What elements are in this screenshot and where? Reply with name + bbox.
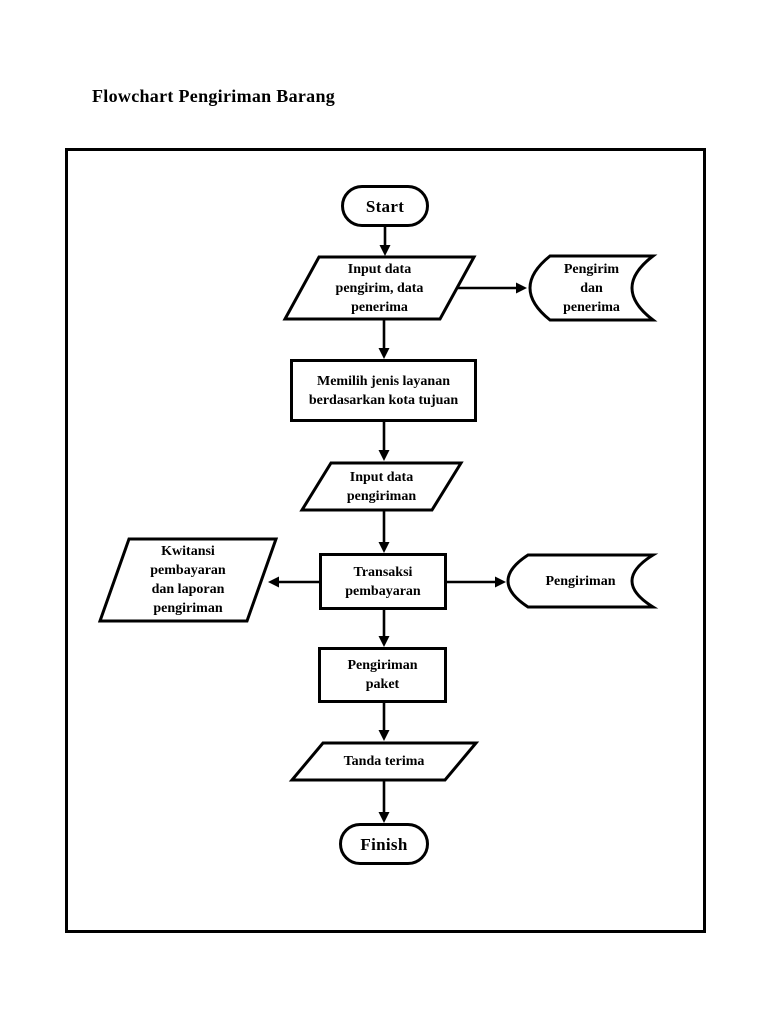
flow-node-input-pengiriman: Input data pengiriman — [299, 461, 464, 512]
flow-node-pengiriman-paket: Pengiriman paket — [318, 647, 447, 703]
parallelogram-outline — [282, 255, 477, 321]
node-label-pilih-layanan: Memilih jenis layanan berdasarkan kota t… — [308, 373, 459, 408]
node-label-pengiriman-paket: Pengiriman paket — [347, 658, 418, 692]
page-title: Flowchart Pengiriman Barang — [92, 86, 336, 106]
node-label-input-pengirim: Input data pengirim, data penerima — [335, 261, 424, 315]
node-label-db-pengirim: Pengirim dan penerima — [563, 261, 620, 315]
flow-node-tanda-terima: Tanda terima — [288, 741, 480, 782]
stored-data-outline — [528, 254, 658, 322]
stored-data-outline — [506, 553, 659, 609]
parallelogram-outline — [288, 741, 480, 782]
node-label-db-pengiriman: Pengiriman — [545, 573, 616, 589]
node-label-transaksi: Transaksi pembayaran — [345, 564, 421, 599]
flowchart-frame — [65, 148, 706, 933]
parallelogram-outline — [97, 537, 279, 623]
flow-node-db-pengirim: Pengirim dan penerima — [528, 254, 658, 322]
flow-node-finish: Finish — [339, 823, 429, 865]
node-label-kwitansi: Kwitansi pembayaran dan laporan pengirim… — [150, 544, 226, 616]
flow-node-start: Start — [341, 185, 429, 227]
node-label-finish: Finish — [360, 834, 408, 854]
node-label-input-pengiriman: Input data pengiriman — [346, 469, 417, 504]
node-label-start: Start — [365, 196, 405, 216]
parallelogram-outline — [299, 461, 464, 512]
node-label-tanda-terima: Tanda terima — [343, 754, 425, 769]
flow-node-pilih-layanan: Memilih jenis layanan berdasarkan kota t… — [290, 359, 477, 422]
flow-node-kwitansi: Kwitansi pembayaran dan laporan pengirim… — [97, 537, 279, 623]
flow-node-transaksi: Transaksi pembayaran — [319, 553, 447, 610]
flow-node-input-pengirim: Input data pengirim, data penerima — [282, 255, 477, 321]
flow-node-db-pengiriman: Pengiriman — [506, 553, 659, 609]
